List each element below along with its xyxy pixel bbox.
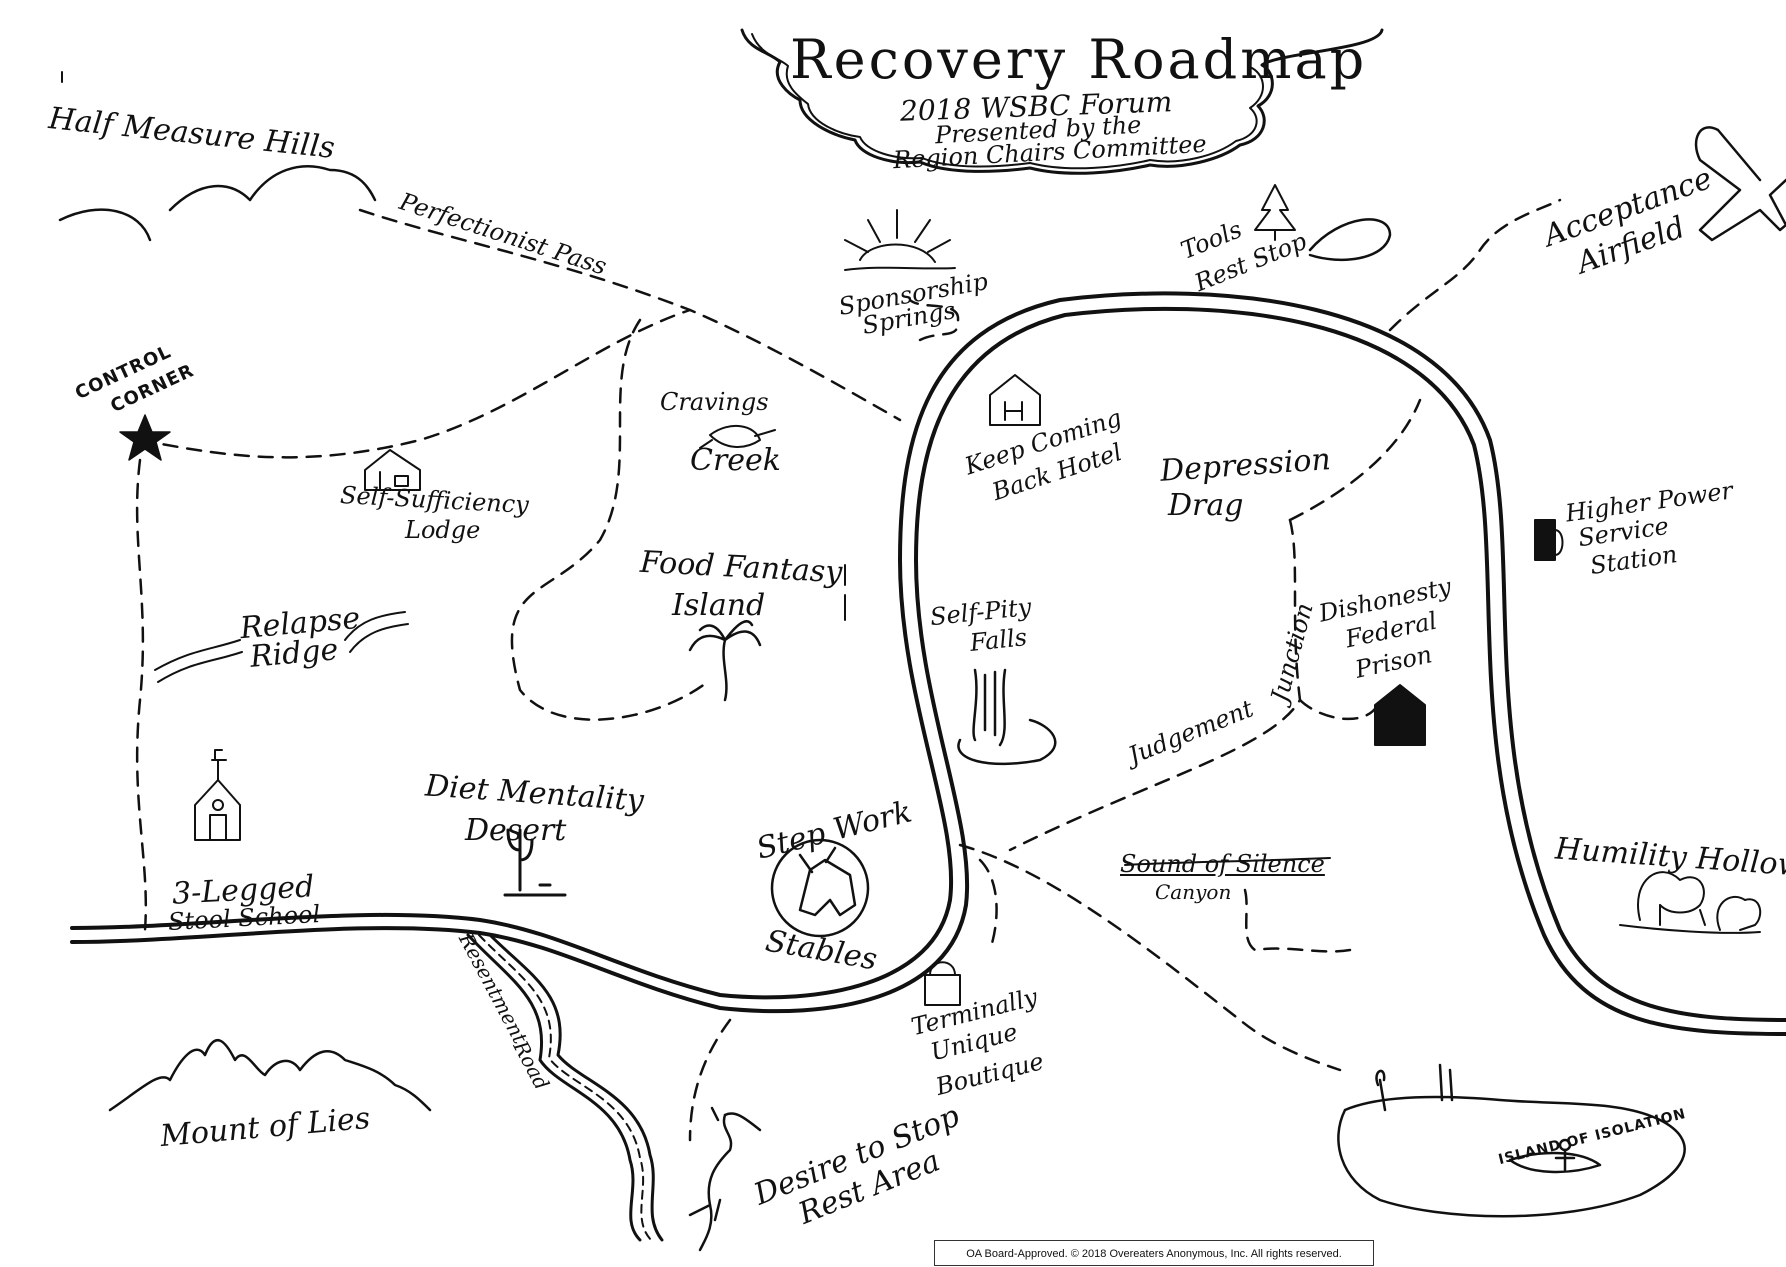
horse-icon [770,838,870,938]
pine-tree-icon [1254,184,1296,241]
prison-icon [1374,684,1426,746]
label-island: Island [672,588,766,623]
main-road-outer [70,291,1786,1022]
schoolhouse-icon [194,749,241,841]
bag-icon [924,961,961,1006]
palm-tree-icon [688,620,762,702]
label-falls: Falls [968,623,1029,657]
main-road-inner [70,306,1786,1036]
title-cloud-inner [751,33,1264,170]
label-desert: Desert [465,813,567,848]
cabin-icon [364,449,421,491]
bushes-icon [1619,871,1762,934]
airplane-icon [1694,126,1786,242]
resentment-road-center [478,934,652,1241]
resentment-road-b [488,933,664,1242]
cactus-icon [503,828,567,897]
label-sound-of-silence: Sound of Silence [1120,850,1325,878]
fish-icon [699,424,776,449]
canyon-lines [1124,857,1331,866]
label-canyon: Canyon [1155,880,1232,904]
island-of-isolation [1337,1063,1686,1218]
dashed-roads [135,198,1562,1142]
relapse-ridge-line [154,611,409,683]
map-title: Recovery Roadmap [790,28,1368,91]
label-lodge: Lodge [405,516,481,544]
rest-stop-loop [1308,218,1392,261]
sunrise-icon [844,209,956,271]
mountains-icon [108,1039,432,1112]
star-icon [119,414,171,461]
bird-icon [688,1106,762,1252]
title-cloud [740,28,1384,175]
resentment-road-a [466,933,642,1242]
waterfall-icon [957,668,1057,766]
half-measure-hills [58,165,377,242]
label-drag: Drag [1168,488,1244,523]
label-creek: Creek [690,443,781,478]
copyright-notice: OA Board-Approved. © 2018 Overeaters Ano… [934,1240,1374,1266]
gas-pump-icon [1534,519,1564,561]
label-ridge: Ridge [248,632,340,675]
label-cravings: Cravings [660,388,769,416]
hotel-icon [989,374,1041,426]
